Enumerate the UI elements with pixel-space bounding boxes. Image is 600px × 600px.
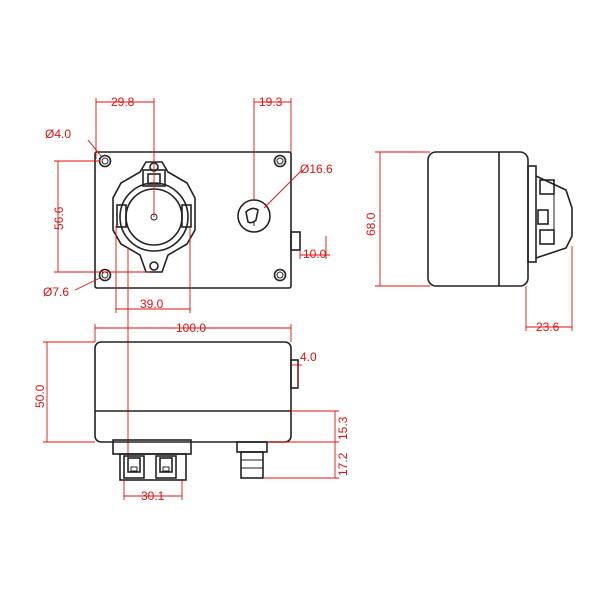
- dim-39-0: 39.0: [140, 297, 164, 311]
- dim-19-3: 19.3: [259, 95, 283, 109]
- dim-knob-diameter: Ø16.6: [300, 162, 333, 176]
- dim-15-3: 15.3: [336, 416, 350, 440]
- dim-23-6: 23.6: [536, 320, 560, 334]
- bottom-connector: [112, 439, 192, 481]
- dim-17-2: 17.2: [336, 452, 350, 476]
- dim-100-0: 100.0: [176, 321, 206, 335]
- dim-socket-diameter: Ø7.6: [43, 285, 69, 299]
- front-dimensions: 29.8 19.3 Ø4.0 Ø16.6 56.6 Ø7.6 39.0 10.0: [43, 95, 333, 457]
- side-flange: [527, 165, 537, 263]
- dim-hole-diameter: Ø4.0: [45, 127, 71, 141]
- dim-10-0: 10.0: [303, 247, 327, 261]
- dim-30-1: 30.1: [141, 489, 165, 503]
- front-view: [94, 151, 301, 289]
- dim-29-8: 29.8: [111, 95, 135, 109]
- side-view: [427, 151, 573, 287]
- bottom-view: [94, 341, 299, 481]
- bottom-housing: [94, 341, 292, 443]
- bottom-side-nozzle: [290, 359, 299, 389]
- dim-68-0: 68.0: [364, 212, 378, 236]
- dim-50-0: 50.0: [33, 384, 47, 408]
- dim-4-0: 4.0: [300, 350, 317, 364]
- side-housing: [427, 151, 529, 287]
- mount-holes: [98, 154, 287, 282]
- side-dimensions: 68.0 23.6: [364, 151, 573, 334]
- side-connector: [535, 175, 573, 259]
- front-nozzle: [290, 231, 301, 251]
- dim-56-6: 56.6: [52, 206, 66, 230]
- bottom-nozzle: [236, 441, 268, 479]
- knob: [237, 199, 271, 233]
- bottom-dimensions: 100.0 50.0 4.0 15.3 17.2 30.1: [33, 321, 350, 503]
- front-housing: [94, 151, 292, 289]
